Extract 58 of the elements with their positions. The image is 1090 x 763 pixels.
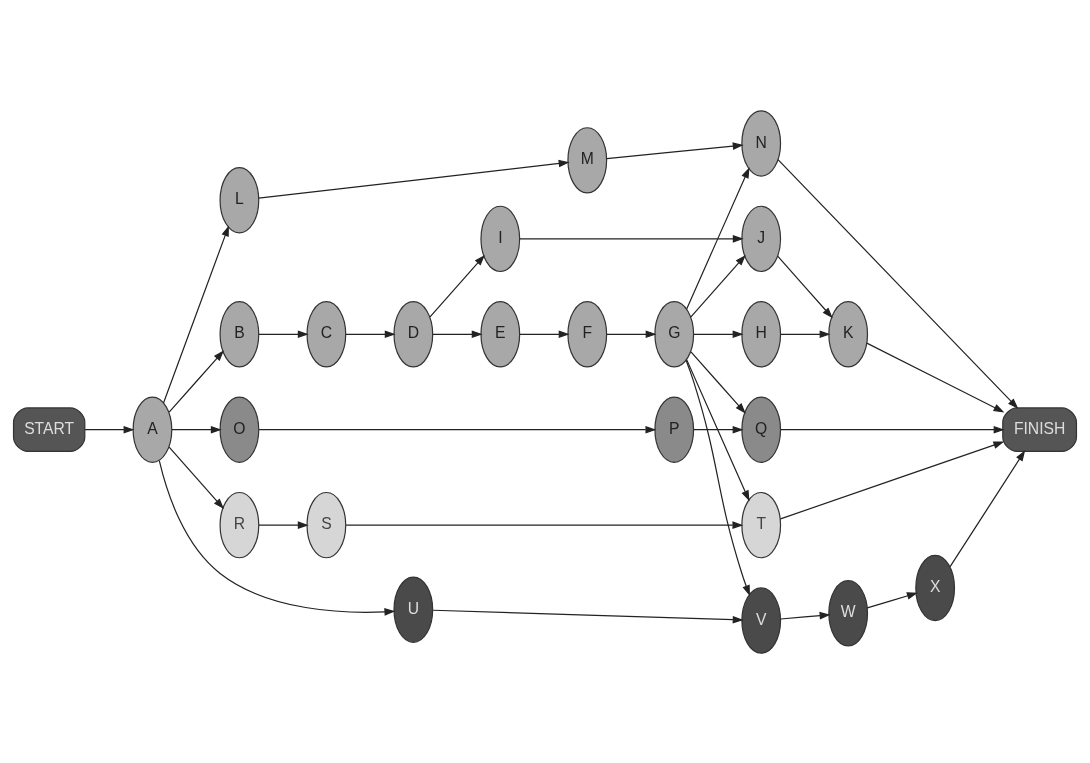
arrow <box>866 342 1005 413</box>
arrow <box>686 358 750 501</box>
node-ellipse: F <box>567 300 608 367</box>
arrow <box>168 349 224 413</box>
arrow <box>780 611 831 620</box>
node-box: START <box>12 406 86 452</box>
node-ellipse: C <box>306 300 347 367</box>
node-ellipse: X <box>915 554 956 621</box>
node-ellipse: H <box>741 300 782 367</box>
arrow <box>84 425 135 434</box>
arrow <box>777 255 833 318</box>
arrow <box>606 329 657 338</box>
arrow <box>168 446 224 509</box>
arrow <box>345 520 744 529</box>
arrow <box>606 141 744 159</box>
node-ellipse: A <box>132 396 173 463</box>
node-ellipse: S <box>306 491 347 558</box>
arrow <box>432 329 483 338</box>
arrow <box>693 425 744 434</box>
node-ellipse: R <box>219 491 260 558</box>
node-ellipse: L <box>219 166 260 233</box>
arrow <box>432 609 744 623</box>
arrow <box>949 449 1026 567</box>
arrow <box>780 425 1005 434</box>
node-ellipse: J <box>741 205 782 272</box>
node-ellipse: W <box>828 579 869 647</box>
node-ellipse: Q <box>741 396 782 463</box>
arrow <box>519 234 744 243</box>
arrow <box>777 158 1019 409</box>
node-ellipse: U <box>393 575 434 643</box>
node-ellipse: M <box>567 126 608 194</box>
node-ellipse: P <box>654 396 695 463</box>
arrow <box>258 425 657 434</box>
arrow <box>345 329 396 338</box>
arrow <box>519 329 570 338</box>
node-ellipse: D <box>393 300 434 367</box>
node-ellipse: B <box>219 300 260 367</box>
arrow <box>686 166 750 310</box>
arrow <box>779 440 1005 519</box>
arrow <box>258 520 309 529</box>
arrow <box>685 359 750 596</box>
arrow <box>258 329 309 338</box>
node-box: FINISH <box>1002 406 1078 452</box>
arrow <box>162 224 229 404</box>
node-ellipse: E <box>480 300 521 367</box>
arrow <box>429 254 485 317</box>
arrow <box>780 329 831 338</box>
node-ellipse: I <box>480 205 521 272</box>
arrow <box>171 425 222 434</box>
arrow <box>258 159 570 199</box>
arrow <box>866 591 918 609</box>
node-ellipse: K <box>828 300 869 367</box>
arrow <box>693 329 744 338</box>
node-ellipse: G <box>654 300 695 367</box>
arrow <box>690 350 746 414</box>
arrow <box>690 254 746 317</box>
arrow <box>158 459 396 616</box>
node-ellipse: O <box>219 396 260 463</box>
